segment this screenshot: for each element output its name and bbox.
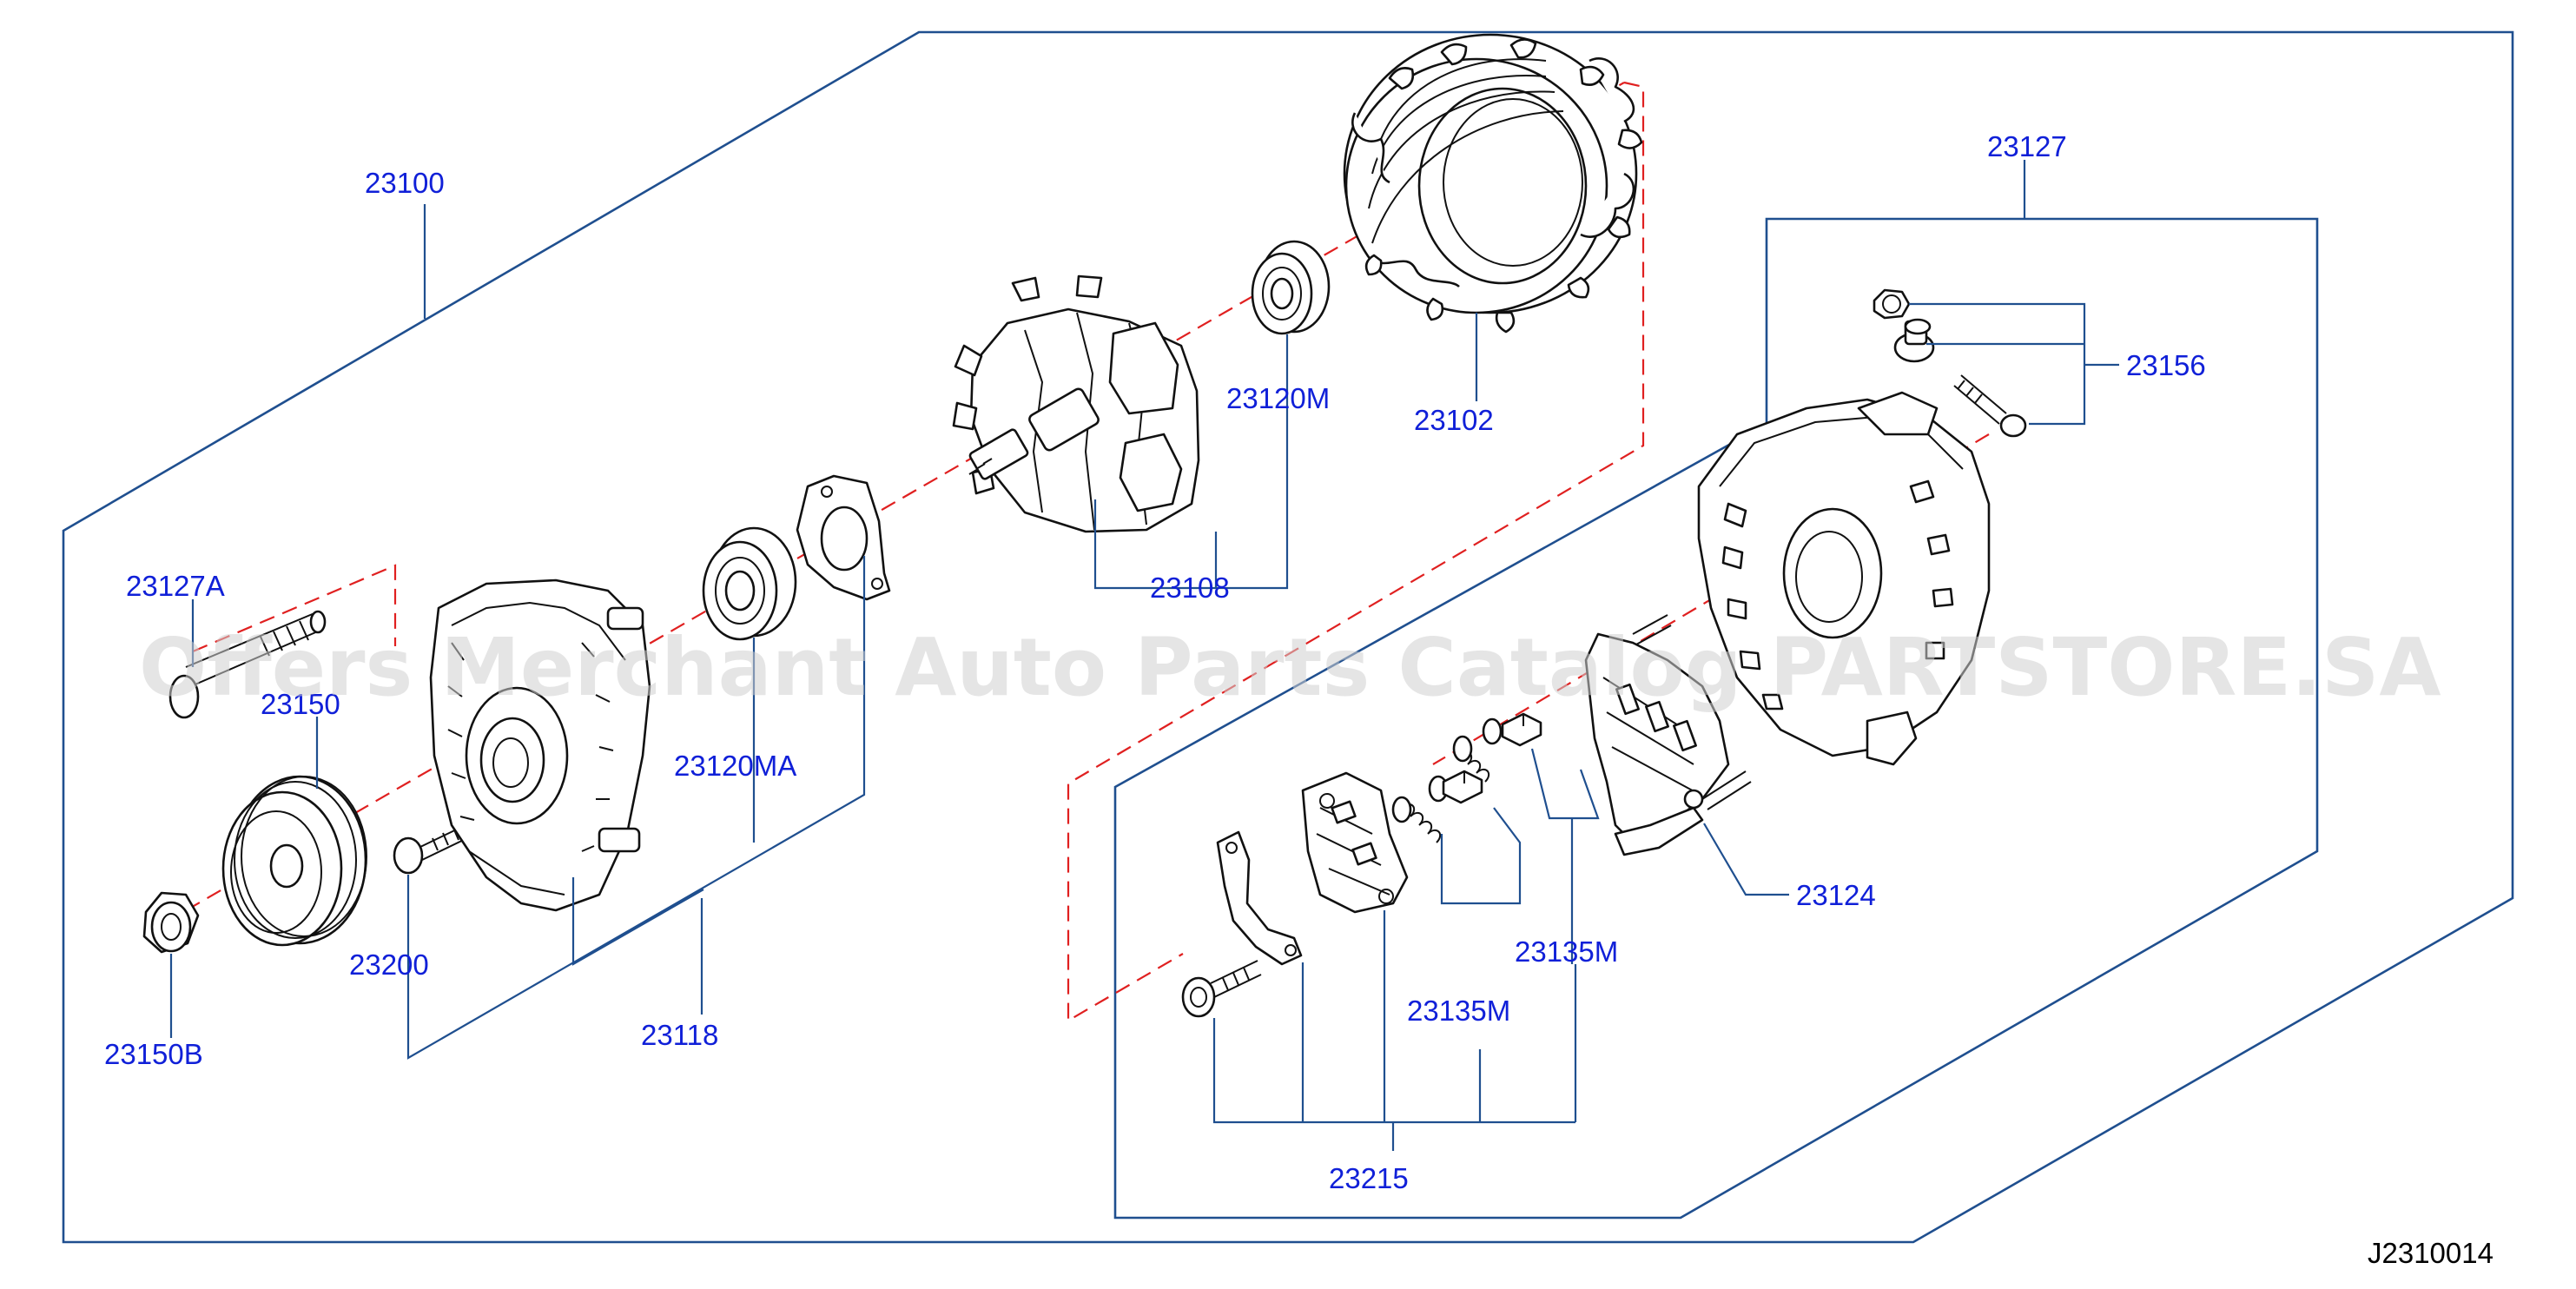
label-23120m[interactable]: 23120M: [1226, 382, 1330, 414]
label-23135m-upper[interactable]: 23135M: [1515, 935, 1618, 968]
label-23156[interactable]: 23156: [2126, 349, 2206, 381]
label-23127[interactable]: 23127: [1987, 130, 2067, 162]
assembly-frame-23100: [62, 30, 2514, 1244]
leader-lines: [169, 160, 2119, 1151]
label-23120ma[interactable]: 23120MA: [674, 750, 796, 782]
assembly-frame-23127: [1113, 217, 2319, 1220]
rear-housing-part: [1697, 391, 1991, 766]
brush-screw-part: [1181, 960, 1262, 1018]
label-23150b[interactable]: 23150B: [104, 1038, 203, 1070]
label-23108[interactable]: 23108: [1150, 572, 1230, 604]
pulley-nut-part: [142, 891, 200, 954]
brush-bracket-part: [1216, 830, 1303, 966]
brush-holder-part: [1301, 771, 1409, 914]
label-23118[interactable]: 23118: [641, 1019, 718, 1051]
part-labels: 23100 23127 23127A 23150 23150B 23200 23…: [104, 130, 2206, 1194]
rear-bearing-part: [1251, 240, 1331, 335]
brush-lower-part: [1442, 770, 1483, 804]
front-housing-part: [429, 578, 651, 912]
label-23135m-lower[interactable]: 23135M: [1407, 995, 1510, 1027]
label-23215[interactable]: 23215: [1329, 1162, 1409, 1194]
terminal-hardware-part: [1873, 288, 2027, 438]
pulley-part: [221, 775, 367, 947]
label-23200[interactable]: 23200: [349, 949, 429, 981]
brush-upper-part: [1501, 712, 1542, 747]
label-23100[interactable]: 23100: [365, 167, 445, 199]
brush-spring-upper-part: [1452, 717, 1503, 783]
front-bearing-part: [702, 526, 797, 641]
label-23124[interactable]: 23124: [1796, 879, 1876, 911]
stator-part: [1343, 33, 1643, 334]
label-23150[interactable]: 23150: [261, 688, 340, 720]
diagram-code: J2310014: [2368, 1237, 2493, 1269]
through-bolt-part: [168, 610, 327, 719]
rotor-part: [952, 274, 1200, 533]
rectifier-part: [1584, 614, 1752, 856]
brush-spring-lower-part: [1391, 775, 1449, 843]
label-23127a[interactable]: 23127A: [126, 570, 225, 602]
watermark-text: Offers Merchant Auto Parts Catalog PARTS…: [139, 621, 2441, 714]
bearing-retainer-part: [796, 474, 891, 601]
label-23102[interactable]: 23102: [1414, 404, 1494, 436]
